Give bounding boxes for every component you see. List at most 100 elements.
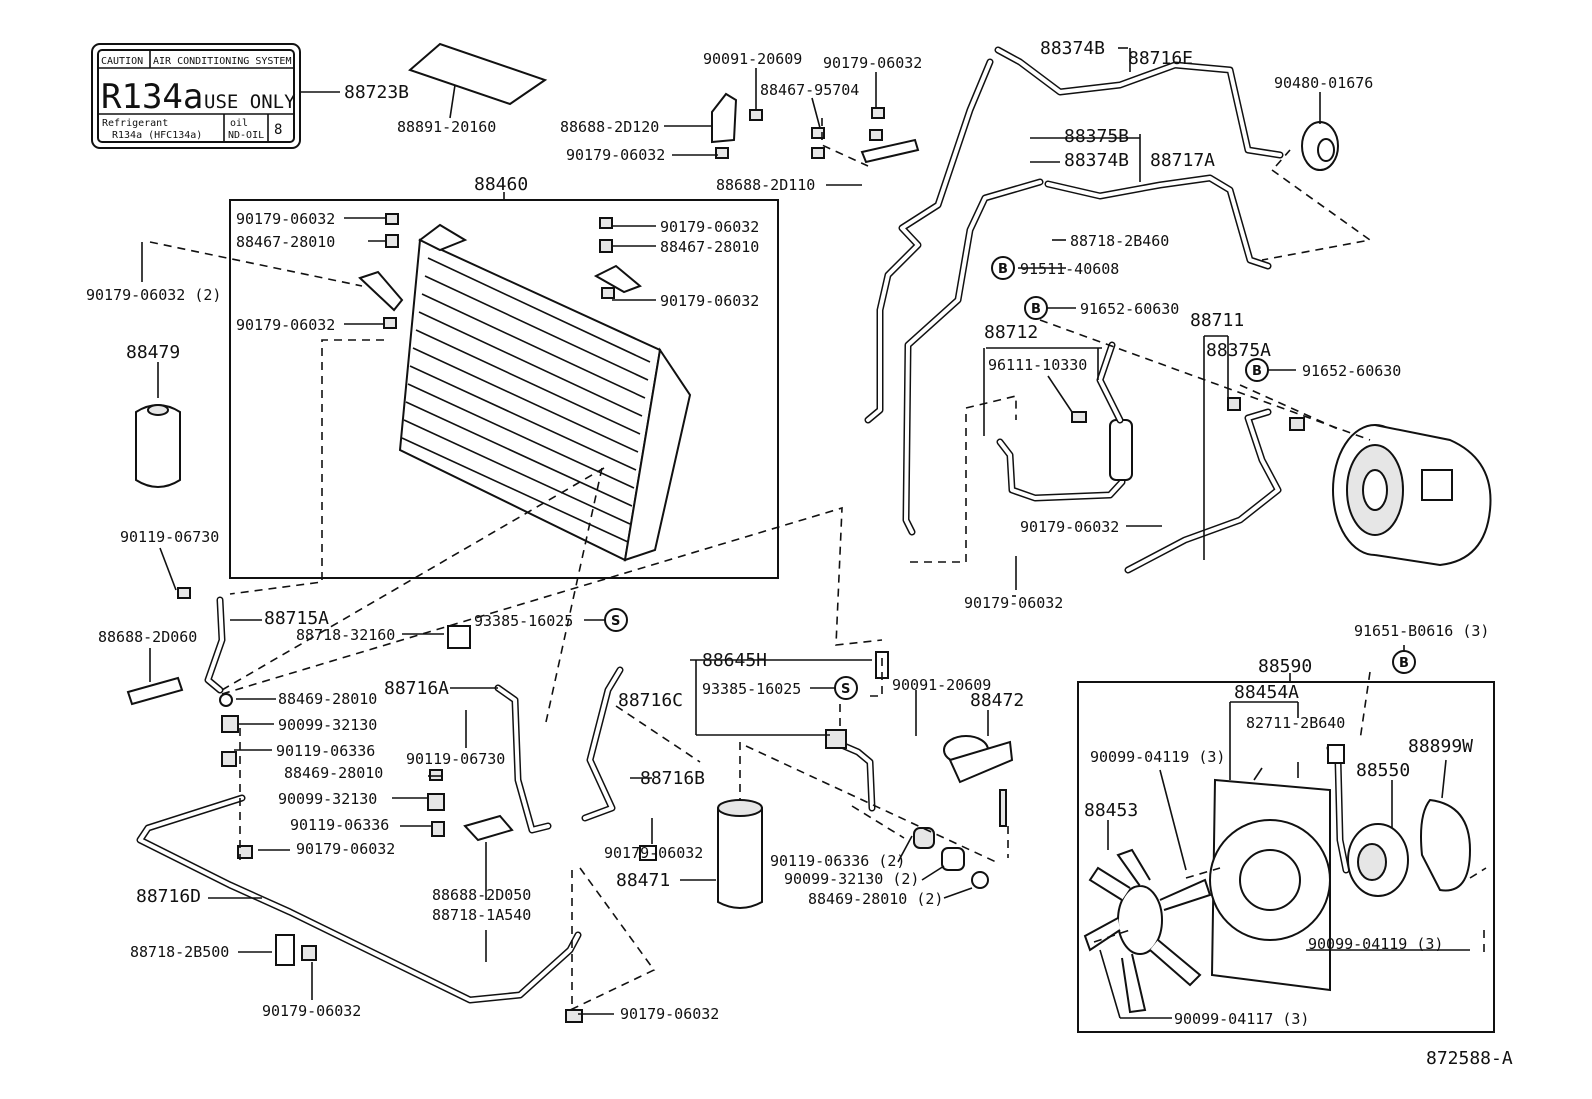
svg-text:S: S: [611, 614, 620, 629]
label-88590: 88590: [1258, 656, 1312, 677]
label-90099-32130-a: 90099-32130: [278, 716, 377, 734]
fan-88453: [1083, 848, 1212, 1014]
bracket-88688-2D120: [711, 92, 763, 159]
pressure-switch-88645H: [825, 651, 889, 812]
sticker-refrigerant-type: R134a (HFC134a): [112, 130, 202, 141]
label-90179-06032-b: 90179-06032: [566, 146, 665, 164]
cover-88899W: [1420, 798, 1472, 892]
label-88891-20160: 88891-20160: [397, 118, 496, 136]
pipe-main-vertical: [864, 58, 994, 424]
pipe-88717A: [902, 174, 1272, 536]
accumulator-88471: [717, 799, 763, 909]
svg-text:B: B: [1399, 656, 1409, 671]
label-88717A: 88717A: [1150, 150, 1215, 171]
callout-b-3: B: [1245, 358, 1269, 382]
label-90119-06336-b: 90119-06336: [290, 816, 389, 834]
label-90179-06032-top: 90179-06032: [823, 54, 922, 72]
sticker-oil-label: oil: [230, 118, 248, 129]
callout-b-4: B: [1392, 650, 1416, 674]
label-88645H: 88645H: [702, 650, 767, 671]
svg-text:B: B: [1031, 302, 1041, 317]
label-88716B: 88716B: [640, 768, 705, 789]
label-88454A: 88454A: [1234, 682, 1299, 703]
label-88716D: 88716D: [136, 886, 201, 907]
hose-88712: [996, 341, 1133, 502]
label-90119-06336-2: 90119-06336 (2): [770, 852, 905, 870]
callout-b-1: B: [991, 256, 1015, 280]
svg-text:B: B: [998, 262, 1008, 277]
label-90091-20609-a: 90091-20609: [703, 50, 802, 68]
label-88715A: 88715A: [264, 608, 329, 629]
svg-text:S: S: [841, 682, 850, 697]
fan-assembly-frame: [1077, 681, 1495, 1033]
part-labels: 88723B 88891-20160 90091-20609 90179-060…: [86, 38, 1513, 1069]
insulator-pad: [408, 42, 548, 119]
label-90179-06032-h: 90179-06032: [262, 1002, 361, 1020]
caution-sticker: CAUTION AIR CONDITIONING SYSTEM R134a US…: [91, 43, 340, 149]
pipe-88716D: [136, 794, 582, 1004]
gasket-90480-01676: [1301, 92, 1339, 171]
label-88716C: 88716C: [618, 690, 683, 711]
hose-88711: [1124, 397, 1305, 574]
label-88453: 88453: [1084, 800, 1138, 821]
label-90091-20609-b: 90091-20609: [892, 676, 991, 694]
label-88712: 88712: [984, 322, 1038, 343]
label-88374B-top: 88374B: [1040, 38, 1105, 59]
label-88471: 88471: [616, 870, 670, 891]
label-90179-06032-c1: 90179-06032: [236, 210, 335, 228]
label-93385-16025-a: 93385-16025: [474, 612, 573, 630]
pipe-88716E: [994, 46, 1284, 159]
label-88688-2D110: 88688-2D110: [716, 176, 815, 194]
label-90179-06032-f: 90179-06032: [296, 840, 395, 858]
spacer-parts: [913, 827, 989, 889]
callout-s-1: S: [604, 608, 628, 632]
label-96111-10330: 96111-10330: [988, 356, 1087, 374]
label-91652-60630-a: 91652-60630: [1080, 300, 1179, 318]
sticker-use-only: USE ONLY: [204, 91, 296, 113]
label-90099-04119-a: 90099-04119 (3): [1090, 748, 1225, 766]
label-88718-2B500: 88718-2B500: [130, 943, 229, 961]
label-88460: 88460: [474, 174, 528, 195]
label-88718-2B460: 88718-2B460: [1070, 232, 1169, 250]
label-88899W: 88899W: [1408, 736, 1473, 757]
label-88472: 88472: [970, 690, 1024, 711]
diagram-id: 872588-A: [1426, 1048, 1513, 1069]
label-88718-1A540: 88718-1A540: [432, 906, 531, 924]
label-90179-06032-c4: 90179-06032: [236, 316, 335, 334]
label-88467-95704: 88467-95704: [760, 81, 859, 99]
receiver-drier-88479: [135, 362, 181, 488]
sticker-oil-type: ND-OIL: [228, 130, 264, 141]
sticker-caution: CAUTION: [101, 56, 143, 67]
label-88688-2D060: 88688-2D060: [98, 628, 197, 646]
label-90179-06032-g: 90179-06032: [604, 844, 703, 862]
label-88467-28010-c2: 88467-28010: [660, 238, 759, 256]
label-88374B-mid: 88374B: [1064, 150, 1129, 171]
label-88716A: 88716A: [384, 678, 449, 699]
label-90099-32130-2: 90099-32130 (2): [784, 870, 919, 888]
label-90099-04117: 90099-04117 (3): [1174, 1010, 1309, 1028]
label-91651-B0616: 91651-B0616 (3): [1354, 622, 1489, 640]
label-90179-06032-c3: 90179-06032: [660, 292, 759, 310]
pipe-88715A: [204, 596, 226, 694]
label-88716E: 88716E: [1128, 48, 1193, 69]
bracket-88688-2D110: [811, 107, 920, 164]
label-90179-06032-d: 90179-06032: [1020, 518, 1119, 536]
left-mount-parts: [126, 587, 657, 1023]
label-88711: 88711: [1190, 310, 1244, 331]
label-88469-28010-b: 88469-28010: [284, 764, 383, 782]
label-93385-16025-b: 93385-16025: [702, 680, 801, 698]
label-90179-06032-i: 90179-06032: [620, 1005, 719, 1023]
label-90179-06032-c2: 90179-06032: [660, 218, 759, 236]
label-82711-2B640: 82711-2B640: [1246, 714, 1345, 732]
condenser-brackets: [358, 213, 642, 329]
label-88375A: 88375A: [1206, 340, 1271, 361]
callout-b-2: B: [1024, 296, 1048, 320]
label-88688-2D120: 88688-2D120: [560, 118, 659, 136]
sticker-refrigerant-label: Refrigerant: [102, 118, 168, 129]
label-88723B: 88723B: [344, 82, 409, 103]
pipe-88716A: [494, 684, 552, 834]
condenser-core: [398, 223, 692, 562]
label-90099-32130-b: 90099-32130: [278, 790, 377, 808]
label-88469-28010-a: 88469-28010: [278, 690, 377, 708]
